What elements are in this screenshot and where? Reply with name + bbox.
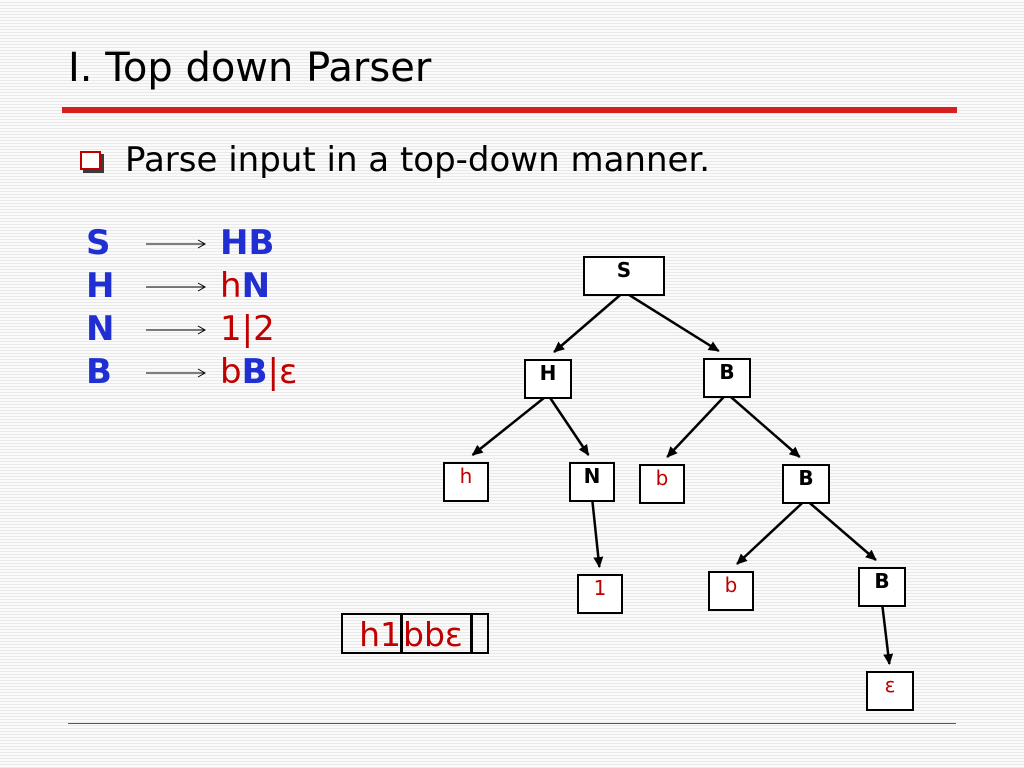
- rule-terminal: b: [220, 352, 242, 392]
- input-end-marker: [470, 614, 473, 653]
- tree-node-N: N: [569, 462, 615, 502]
- bullet-square-icon: [80, 150, 101, 170]
- tree-node-h: h: [443, 462, 489, 502]
- tree-edge-H-N: [549, 397, 590, 456]
- tree-node-label: h: [460, 464, 473, 488]
- rule-lhs: S: [86, 223, 111, 263]
- tree-edge-S-B1: [628, 293, 720, 353]
- tree-node-box: [782, 464, 830, 504]
- tree-node-label: H: [540, 361, 557, 385]
- tree-edge-B1-B2: [730, 396, 801, 458]
- tree-edge-H-h: [471, 397, 545, 456]
- right-arrow-icon: [146, 239, 207, 248]
- rule-lhs: B: [86, 352, 112, 392]
- bullet-point: Parse input in a top-down manner.: [80, 140, 710, 180]
- tree-node-b2: b: [708, 571, 754, 611]
- tree-node-B2: B: [782, 464, 830, 504]
- rule-terminal: h: [220, 266, 242, 306]
- tree-node-box: [524, 359, 572, 399]
- rule-lhs: H: [86, 266, 115, 306]
- tree-node-H: H: [524, 359, 572, 399]
- footer-divider: [68, 723, 956, 724]
- tree-node-box: [569, 462, 615, 502]
- tree-node-B3: B: [858, 567, 906, 607]
- input-remaining: bbε: [403, 615, 463, 654]
- tree-node-b1: b: [639, 464, 685, 504]
- rule-lhs: N: [86, 309, 115, 349]
- input-pointer-marker: [400, 614, 403, 653]
- title-divider: [62, 107, 957, 113]
- tree-edge-N-one: [591, 500, 604, 568]
- rule-terminal: |ε: [267, 352, 298, 392]
- tree-edge-B2-B3: [808, 502, 877, 561]
- tree-node-box: [703, 358, 751, 398]
- slide-title: I. Top down Parser: [68, 45, 432, 91]
- tree-node-one: 1: [577, 574, 623, 614]
- tree-edge-B3-eps: [881, 605, 894, 665]
- grammar-rule: S HB: [86, 222, 297, 265]
- tree-node-label: b: [656, 466, 669, 490]
- rule-nonterminal: HB: [220, 223, 275, 263]
- tree-node-label: b: [725, 573, 738, 597]
- tree-node-box: [858, 567, 906, 607]
- tree-node-label: ε: [885, 673, 896, 697]
- tree-node-box: [866, 671, 914, 711]
- tree-node-box: [708, 571, 754, 611]
- tree-node-box: [639, 464, 685, 504]
- tree-edge-B1-b1: [666, 396, 725, 458]
- grammar-rule: N 1|2: [86, 308, 297, 351]
- input-consumed: h1: [359, 615, 401, 654]
- right-arrow-icon: [146, 282, 207, 291]
- tree-node-label: N: [584, 464, 601, 488]
- right-arrow-icon: [146, 368, 207, 377]
- rule-nonterminal: B: [241, 352, 268, 392]
- tree-node-S: S: [583, 256, 665, 296]
- tree-node-label: 1: [594, 576, 607, 600]
- input-buffer-frame: [341, 613, 489, 654]
- bullet-text: Parse input in a top-down manner.: [125, 140, 711, 180]
- rule-terminal: 1|2: [220, 309, 275, 349]
- tree-node-label: S: [617, 258, 631, 282]
- right-arrow-icon: [146, 325, 207, 334]
- tree-edge-B2-b2: [736, 502, 804, 565]
- tree-node-B1: B: [703, 358, 751, 398]
- tree-node-label: B: [798, 466, 813, 490]
- rule-nonterminal: N: [241, 266, 271, 306]
- tree-node-box: [583, 256, 665, 296]
- tree-node-box: [577, 574, 623, 614]
- tree-node-label: B: [874, 569, 889, 593]
- tree-node-label: B: [719, 360, 734, 384]
- parse-tree-edges: [471, 293, 894, 665]
- tree-node-box: [443, 462, 489, 502]
- tree-edge-S-H: [553, 294, 622, 353]
- tree-node-eps: ε: [866, 671, 914, 711]
